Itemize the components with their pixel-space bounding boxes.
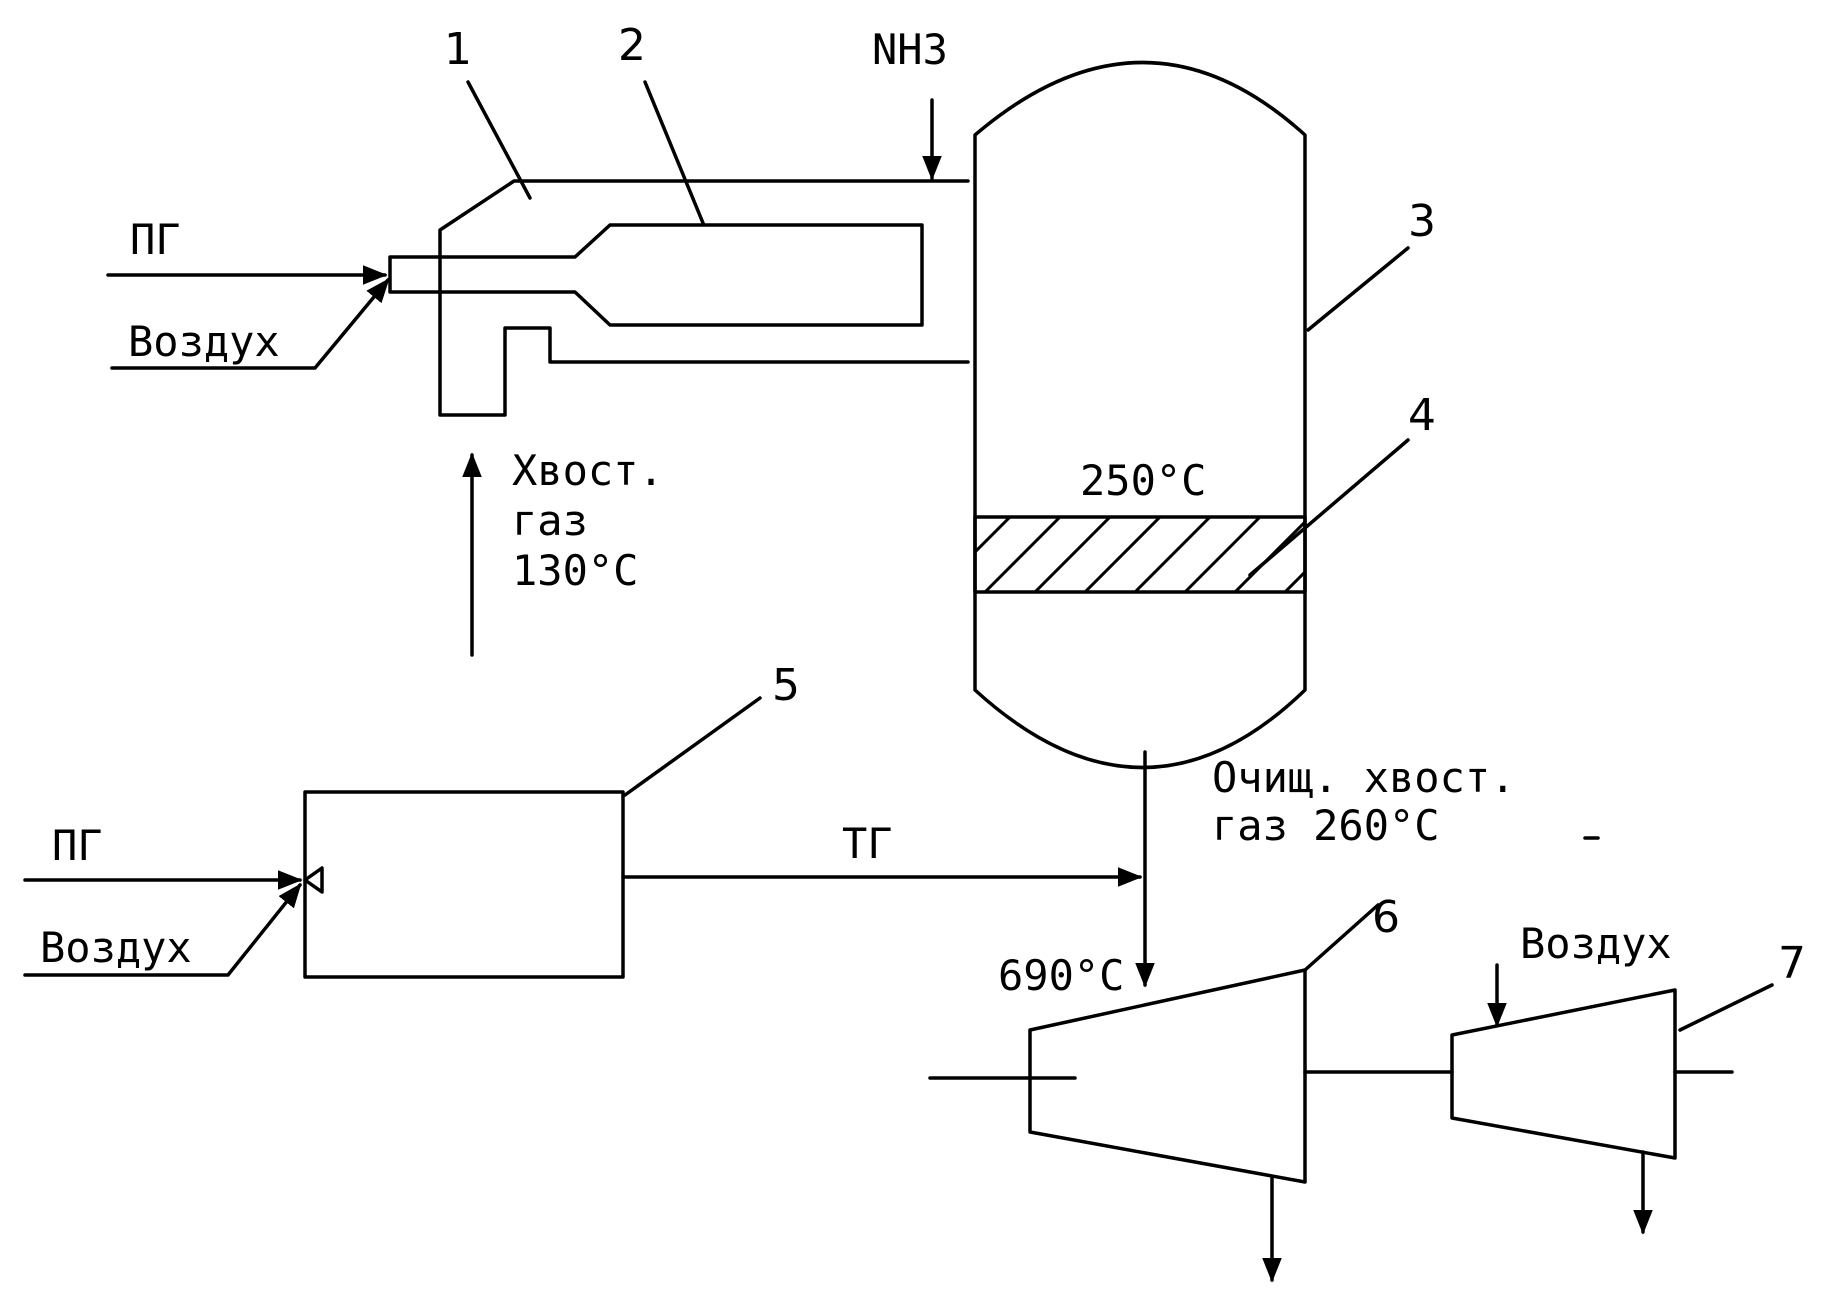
label-tail-gas-temp: 130°C [512,546,638,595]
label-bed-temp: 250°C [1080,456,1206,505]
compressor-7 [1450,988,1677,1160]
label-tail-gas-line2: газ [512,496,588,545]
label-air-compressor: Воздух [1520,919,1672,968]
label-clean-gas-line2: газ 260°C [1212,801,1440,850]
air-feed-line-bottom [23,883,302,977]
label-air-bottom: Воздух [40,923,192,972]
leader-2 [643,80,705,225]
catalyst-bed-4 [973,515,1307,594]
furnace-5-box [303,790,625,979]
label-turbine-inlet-temp: 690°C [998,951,1124,1000]
chamber-1-outline [438,179,970,417]
turbine-6 [1028,968,1307,1184]
leader-7 [1678,983,1774,1032]
label-number-7: 7 [1778,938,1806,989]
leader-5 [623,696,762,797]
label-number-1: 1 [444,24,472,75]
reactor-3-vessel [973,60,1307,770]
label-number-5: 5 [772,660,800,711]
label-number-6: 6 [1372,892,1400,943]
air-feed-line-top [110,278,390,370]
label-clean-gas-line1: Очищ. хвост. [1212,753,1515,802]
label-tail-gas-line1: Хвост. [512,446,664,495]
leader-4 [1248,438,1410,577]
leader-3 [1306,246,1410,332]
label-air-top: Воздух [128,317,280,366]
leader-1 [466,80,532,200]
label-number-4: 4 [1408,390,1436,441]
tube-2-outline [388,223,924,327]
label-pg-top: ПГ [130,215,181,264]
leader-6 [1303,903,1380,972]
burner-nozzle [303,866,324,894]
label-tg: ТГ [842,819,893,868]
label-pg-bottom: ПГ [52,821,103,870]
label-number-3: 3 [1408,196,1436,247]
catalyst-bed-hatching [975,517,1305,592]
label-number-2: 2 [618,20,646,71]
label-nh3: NH3 [872,25,948,74]
